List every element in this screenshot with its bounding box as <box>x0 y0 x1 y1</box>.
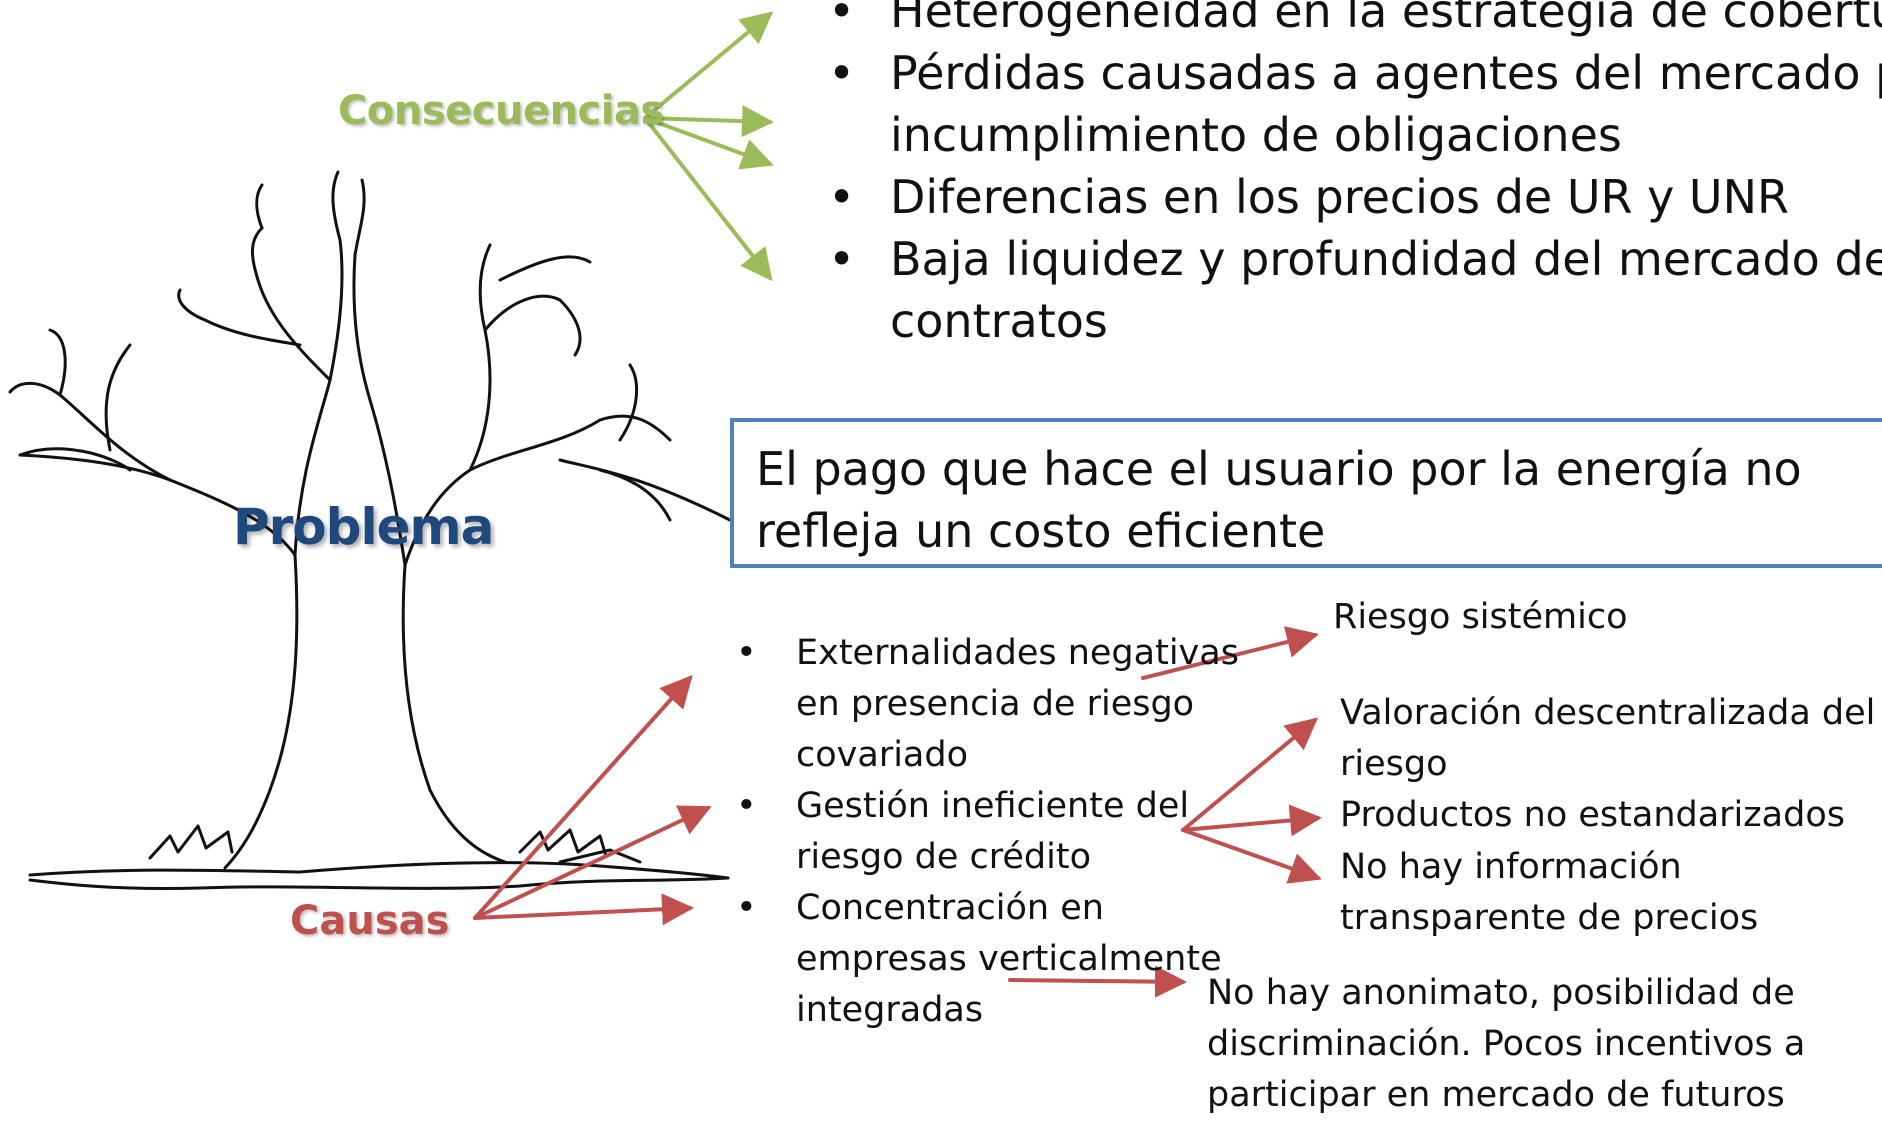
problem-statement: El pago que hace el usuario por la energ… <box>756 442 1802 558</box>
consequence-item: Diferencias en los precios de UR y UNR <box>828 166 1882 228</box>
cause-arrow-2 <box>473 805 712 920</box>
consequences-list: Heterogeneidad en la estrategia de cober… <box>800 0 1882 352</box>
consequence-arrow-4 <box>643 116 773 282</box>
causes-label: Causas <box>290 898 450 944</box>
effect-non-standard-products: Productos no estandarizados <box>1340 795 1845 835</box>
causes-list: Externalidades negativas en presencia de… <box>730 628 1266 1036</box>
consequence-arrow-1 <box>643 11 774 120</box>
cause-arrow-3 <box>473 893 694 926</box>
consequence-item: Pérdidas causadas a agentes del mercado … <box>828 42 1882 166</box>
consequences-label: Consecuencias <box>338 88 664 134</box>
effect-decentralized-valuation: Valoración descentralizada del riesgo <box>1340 693 1876 784</box>
problem-label: Problema <box>233 498 494 556</box>
consequence-arrow-2 <box>643 105 774 138</box>
cause-arrow-1 <box>473 675 693 920</box>
cause-item: Externalidades negativas en presencia de… <box>736 628 1266 781</box>
cause-item: Gestión ineficiente del riesgo de crédit… <box>736 781 1266 883</box>
consequence-arrows <box>643 11 774 282</box>
effect-no-price-info: No hay información transparente de preci… <box>1340 847 1759 938</box>
problem-statement-box: El pago que hace el usuario por la energ… <box>730 418 1882 568</box>
consequence-item: Heterogeneidad en la estrategia de cober… <box>828 0 1882 42</box>
cause-item: Concentración en empresas verticalmente … <box>736 883 1266 1036</box>
effect-no-anonymity: No hay anonimato, posibilidad de discrim… <box>1207 973 1806 1115</box>
consequence-item: Baja liquidez y profundidad del mercado … <box>828 228 1882 352</box>
tree-illustration <box>8 170 732 890</box>
consequence-arrow-3 <box>643 116 774 170</box>
effect-systemic-risk: Riesgo sistémico <box>1333 597 1628 637</box>
